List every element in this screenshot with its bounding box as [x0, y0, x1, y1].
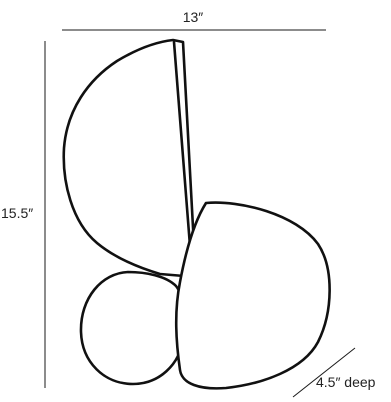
depth-label: 4.5″ deep — [316, 374, 376, 390]
depth-dimension-line — [292, 347, 356, 398]
small-sphere-shape — [79, 270, 187, 386]
width-label: 13″ — [183, 9, 204, 25]
front-shade-shape — [174, 201, 331, 390]
height-label: 15.5″ — [1, 205, 33, 221]
back-half-disc-shape — [62, 38, 196, 278]
disc-edge-line — [172, 40, 192, 248]
